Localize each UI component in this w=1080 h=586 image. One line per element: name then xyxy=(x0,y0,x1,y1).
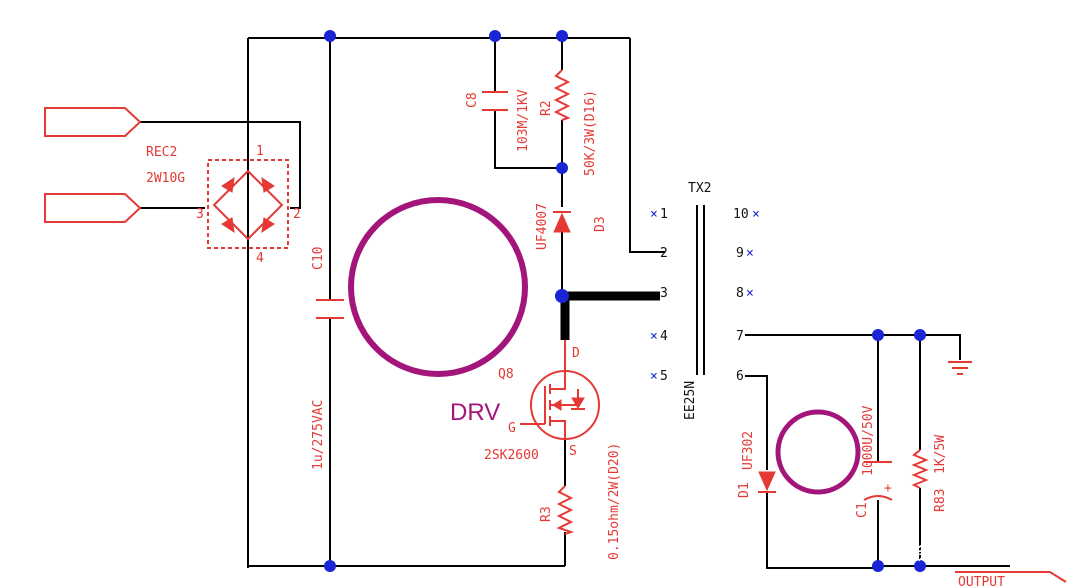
output-connector: OUTPUT xyxy=(955,571,1067,586)
mosfet-q8: D G S Q8 2SK2600 xyxy=(484,340,600,463)
tx2-secondary-pin-10: 10 xyxy=(733,207,749,222)
d3-ref: D3 xyxy=(593,216,608,232)
r2-ref: R2 xyxy=(539,100,554,116)
r83-value: 1K/5W xyxy=(933,435,948,474)
bridge-pin-4: 4 xyxy=(256,251,264,266)
tx2-pin-marker-5: × xyxy=(650,369,658,384)
junction-dots xyxy=(324,30,926,572)
d1-value: UF302 xyxy=(741,431,756,470)
input-connectors xyxy=(44,107,142,223)
ac-input-connector-2 xyxy=(44,193,142,223)
bridge-pin-1: 1 xyxy=(256,144,264,159)
tx2-ref: TX2 xyxy=(688,181,711,196)
d3-value: UF4007 xyxy=(535,203,550,250)
tx2-primary-pin-4: 4 xyxy=(660,329,668,344)
tx2-primary-pin-2: 2 xyxy=(660,246,668,261)
q8-pin-gate: G xyxy=(508,421,516,436)
diode-d3: UF4007 D3 xyxy=(535,203,608,250)
resistor-r2: R2 50K/3W(D16) xyxy=(539,69,598,176)
r3-value: 0.15ohm/2W(D20) xyxy=(607,443,622,560)
q8-value: 2SK2600 xyxy=(484,448,539,463)
c1-ref: C1 xyxy=(855,502,870,518)
c8-value: 103M/1KV xyxy=(516,89,531,152)
bridge-pin-2: 2 xyxy=(293,207,301,222)
bridge-ref: REC2 xyxy=(146,145,177,160)
c8-ref: C8 xyxy=(465,92,480,108)
tx2-primary-pin-1: 1 xyxy=(660,207,668,222)
resistor-r83: 1K/5W R83 xyxy=(911,435,948,512)
resistor-r3: R3 0.15ohm/2W(D20) xyxy=(539,443,622,560)
q8-pin-drain: D xyxy=(572,346,580,361)
ground-icon xyxy=(948,361,972,375)
ac-input-connector-1 xyxy=(44,107,142,137)
watermark: 头条 @卢飞快 xyxy=(894,541,1033,566)
q8-pin-source: S xyxy=(569,444,577,459)
drain-net-highlight xyxy=(560,291,660,340)
tx2-pin-marker-8: × xyxy=(746,286,754,301)
c1-polarity: + xyxy=(884,481,892,496)
highlight-rings xyxy=(348,197,861,495)
highlight-ring-output xyxy=(775,409,861,495)
tx2-pin-marker-1: × xyxy=(650,207,658,222)
r83-ref: R83 xyxy=(933,489,948,512)
d1-ref: D1 xyxy=(737,482,752,498)
tx2-secondary-pin-7: 7 xyxy=(736,329,744,344)
bridge-rectifier: 1 2 3 4 REC2 2W10G xyxy=(146,144,301,266)
tx2-pin-marker-9: × xyxy=(746,246,754,261)
tx2-secondary-pin-8: 8 xyxy=(736,286,744,301)
tx2-pin-marker-4: × xyxy=(650,329,658,344)
diode-d1: UF302 D1 xyxy=(737,431,776,498)
bridge-pin-3: 3 xyxy=(196,207,204,222)
bridge-value: 2W10G xyxy=(146,171,185,186)
capacitor-c1: + C1 1000U/50V xyxy=(855,405,893,518)
transformer-tx2: TX2 EE25N × 1 2 3 × 4 × 5 10 × 9 × 8 × 7… xyxy=(650,181,760,420)
tx2-primary-pin-5: 5 xyxy=(660,369,668,384)
capacitor-c10: C10 1u/275VAC xyxy=(311,247,344,470)
highlight-ring-main xyxy=(348,197,528,377)
output-label: OUTPUT xyxy=(958,575,1005,586)
tx2-primary-pin-3: 3 xyxy=(660,286,668,301)
c1-value: 1000U/50V xyxy=(861,405,876,476)
wires xyxy=(140,37,1010,569)
r3-ref: R3 xyxy=(539,506,554,522)
tx2-value: EE25N xyxy=(683,381,698,420)
r2-value: 50K/3W(D16) xyxy=(583,90,598,176)
c10-ref: C10 xyxy=(311,247,326,270)
q8-ref: Q8 xyxy=(498,367,514,382)
tx2-pin-marker-10: × xyxy=(752,207,760,222)
drv-label: DRV xyxy=(450,399,500,426)
capacitor-c8: C8 103M/1KV xyxy=(465,89,531,152)
tx2-secondary-pin-9: 9 xyxy=(736,246,744,261)
c10-value: 1u/275VAC xyxy=(311,400,326,470)
tx2-secondary-pin-6: 6 xyxy=(736,369,744,384)
